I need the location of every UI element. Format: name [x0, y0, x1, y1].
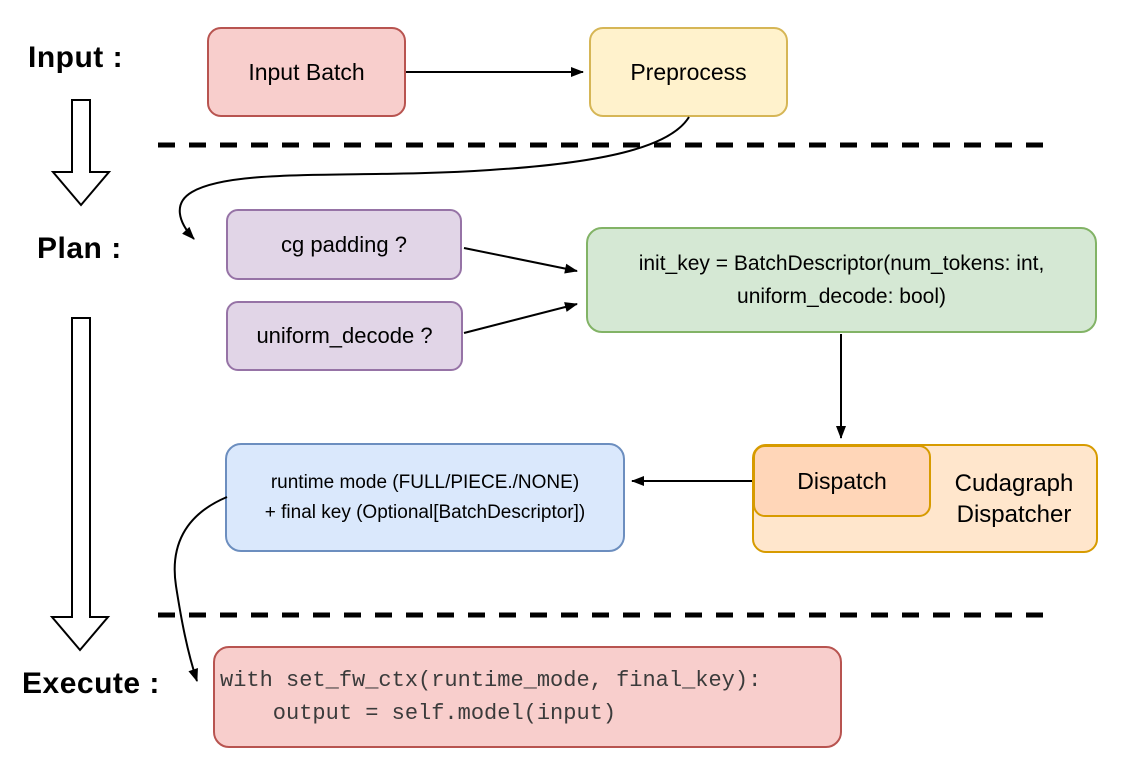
node-cg-padding: cg padding ?	[226, 209, 462, 280]
stage-label-execute: Execute :	[22, 667, 160, 700]
node-cudagraph-dispatcher-line2: Dispatcher	[956, 500, 1072, 528]
node-input-batch-label: Input Batch	[248, 58, 365, 85]
node-init-key-line1: init_key = BatchDescriptor(num_tokens: i…	[638, 252, 1045, 275]
node-init-key: init_key = BatchDescriptor(num_tokens: i…	[586, 227, 1097, 333]
execute-code-line2: output = self.model(input)	[220, 701, 617, 726]
node-dispatch: Dispatch	[753, 445, 931, 517]
node-runtime-mode-line2: + final key (Optional[BatchDescriptor])	[264, 501, 586, 523]
node-runtime-mode-line1: runtime mode (FULL/PIECE./NONE)	[270, 471, 580, 493]
node-cudagraph-dispatcher-line1: Cudagraph	[954, 469, 1074, 497]
arrow-cg-padding-to-init-key	[463, 247, 578, 274]
node-runtime-mode: runtime mode (FULL/PIECE./NONE) + final …	[225, 443, 625, 552]
arrow-uniform-decode-to-init-key	[463, 302, 578, 334]
node-uniform-decode-label: uniform_decode ?	[256, 323, 433, 348]
node-cg-padding-label: cg padding ?	[281, 231, 407, 257]
node-execute-code: with set_fw_ctx(runtime_mode, final_key)…	[213, 646, 842, 748]
node-preprocess: Preprocess	[589, 27, 788, 117]
node-init-key-line2: uniform_decode: bool)	[737, 285, 946, 308]
node-input-batch: Input Batch	[207, 27, 406, 117]
node-dispatch-label: Dispatch	[797, 467, 887, 494]
input-stage-down-arrow-icon	[50, 99, 112, 207]
node-preprocess-label: Preprocess	[630, 58, 747, 85]
node-cudagraph-dispatcher-label: Cudagraph Dispatcher	[932, 446, 1096, 551]
stage-label-plan: Plan :	[37, 232, 122, 265]
stage-label-input: Input :	[28, 41, 124, 74]
node-uniform-decode: uniform_decode ?	[226, 301, 463, 371]
plan-stage-down-arrow-icon	[49, 317, 111, 652]
execute-code-line1: with set_fw_ctx(runtime_mode, final_key)…	[220, 668, 762, 693]
